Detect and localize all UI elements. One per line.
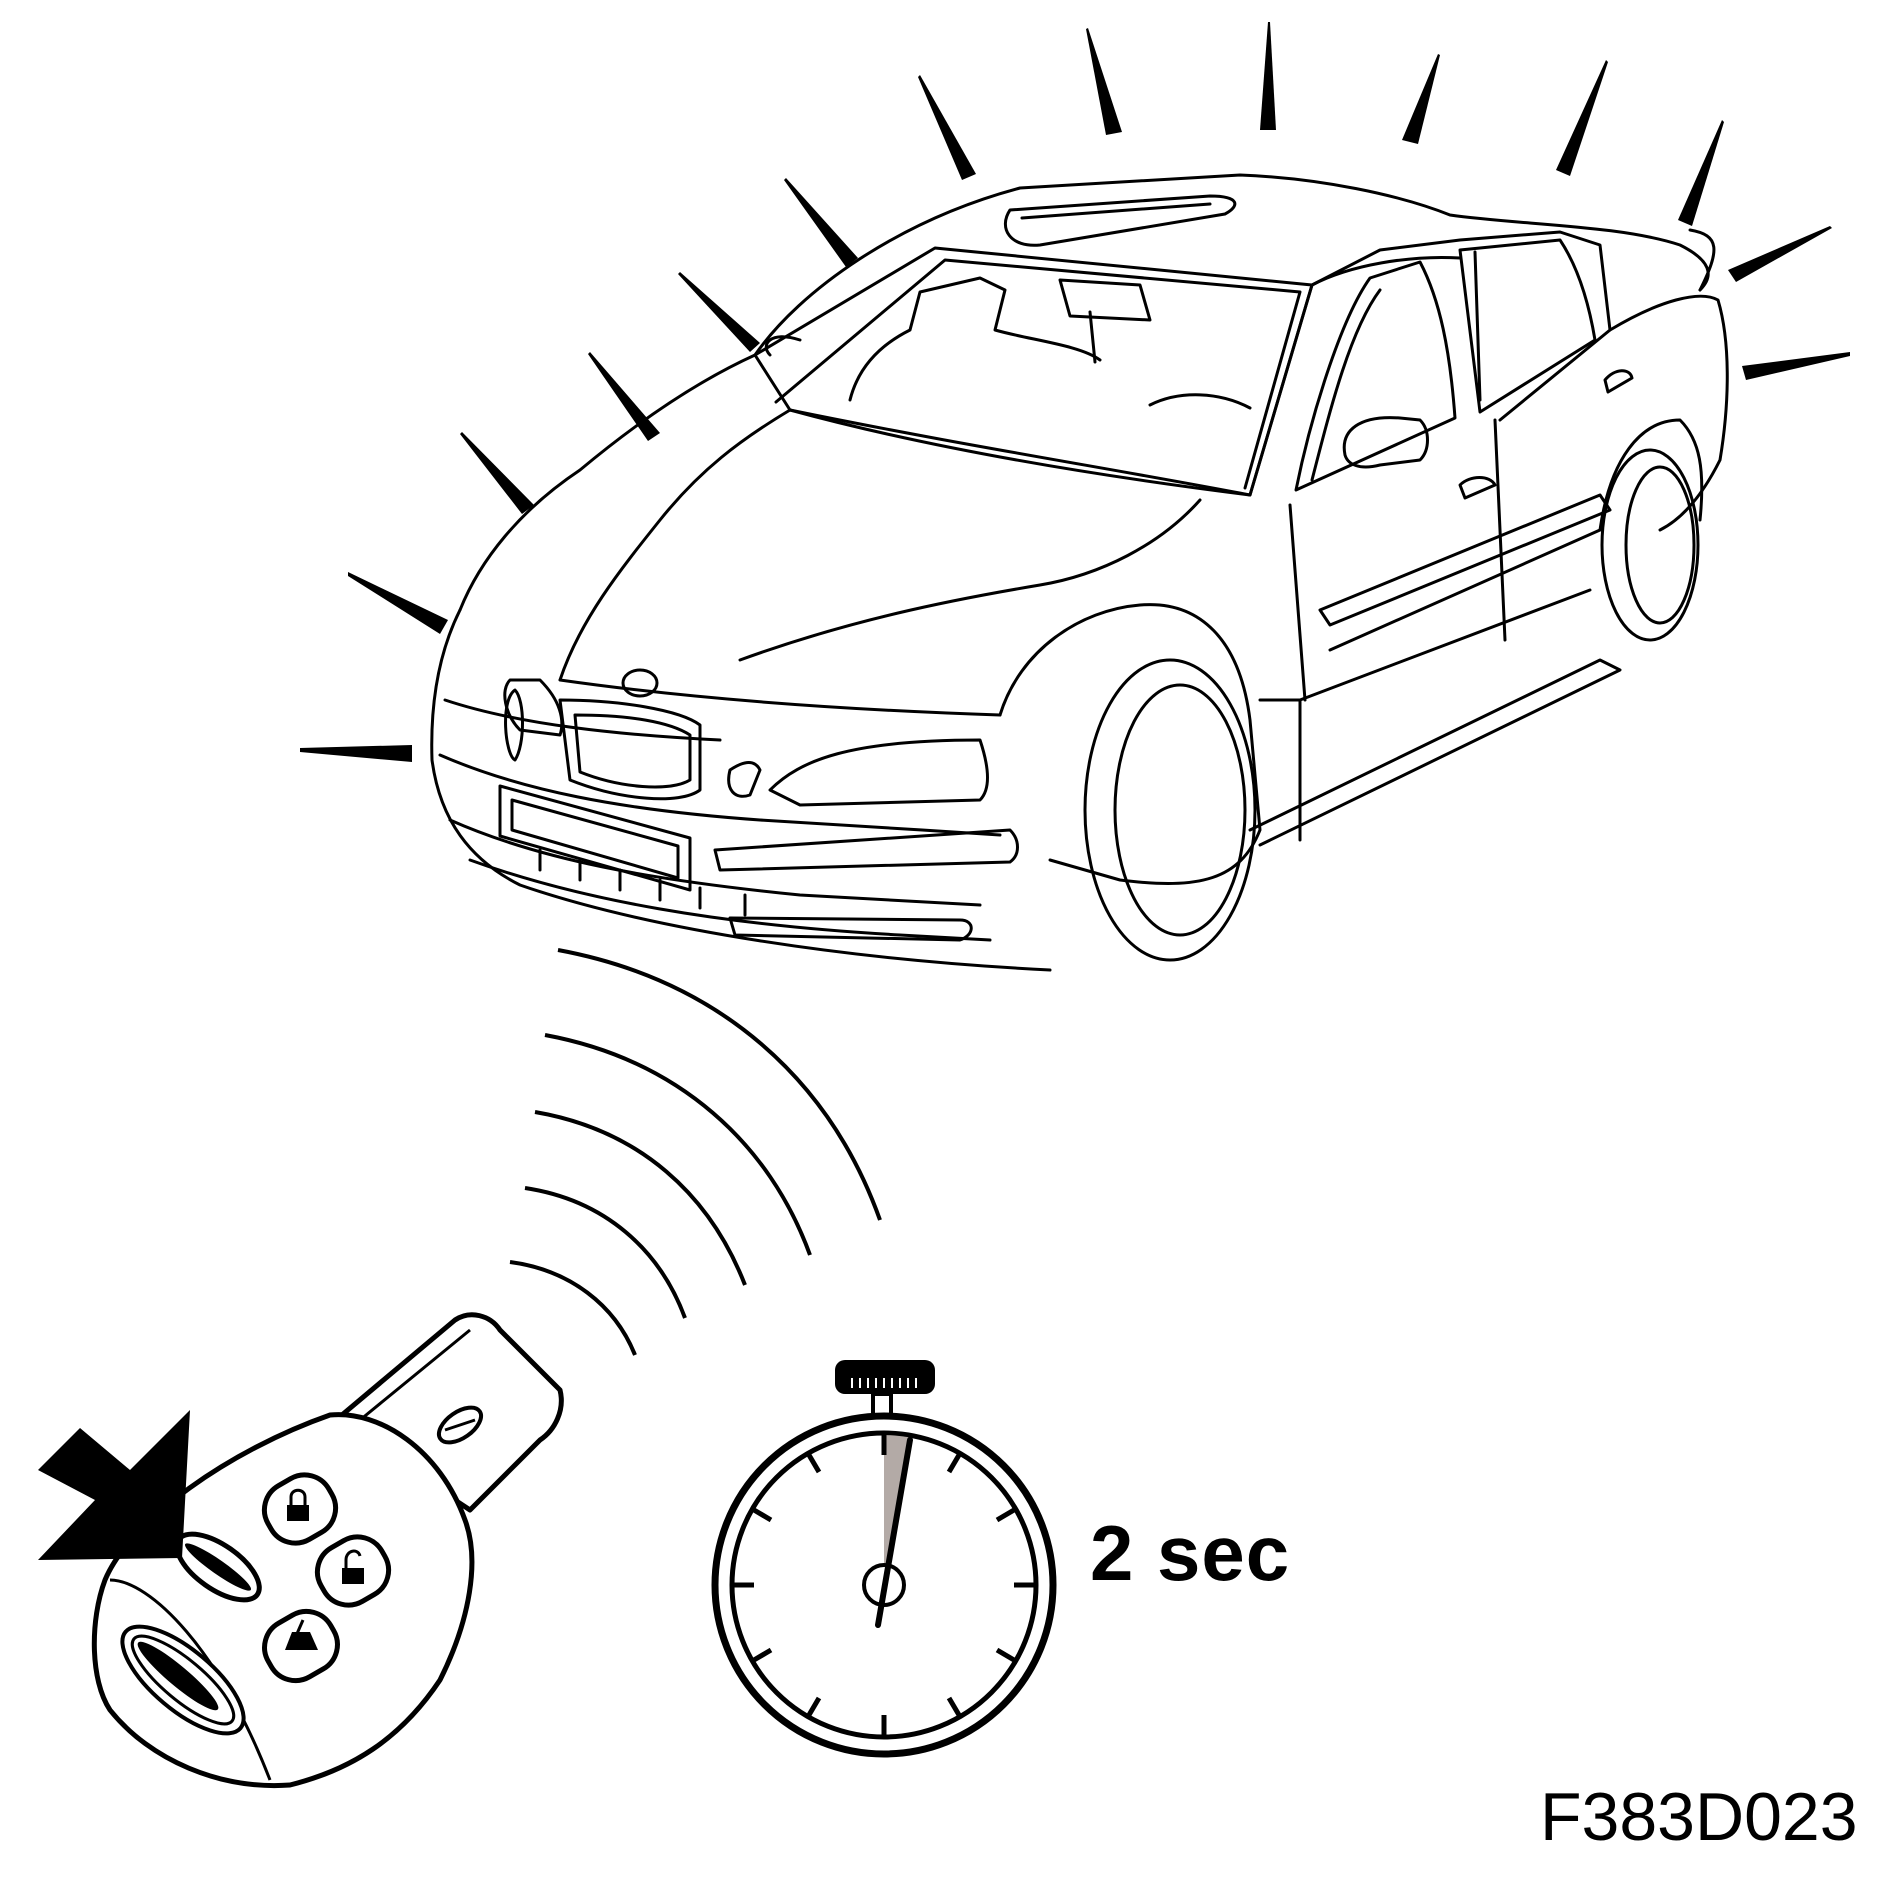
flash-ray	[460, 432, 534, 514]
flash-ray	[300, 745, 412, 762]
flash-ray	[348, 572, 448, 634]
trunk-icon	[262, 1608, 340, 1684]
press-arrow-icon	[38, 1410, 190, 1560]
car	[430, 173, 1729, 972]
signal-wave	[509, 1260, 637, 1356]
flash-ray	[784, 178, 858, 267]
flash-ray	[1742, 352, 1850, 380]
lock-icon	[261, 1472, 339, 1546]
signal-wave	[524, 1186, 687, 1319]
flash-ray	[1728, 226, 1832, 282]
flash-ray	[1260, 22, 1276, 130]
flash-ray	[1086, 28, 1122, 135]
duration-label: 2 sec	[1090, 1509, 1291, 1597]
stopwatch-icon	[711, 1360, 1057, 1758]
signal-wave	[534, 1110, 747, 1286]
signal-waves	[509, 948, 882, 1356]
flash-ray	[1678, 120, 1724, 226]
unlock-icon	[314, 1534, 392, 1608]
flash-ray	[1556, 60, 1608, 176]
figure-code: F383D023	[1540, 1779, 1858, 1855]
signal-wave	[544, 1033, 812, 1256]
flash-ray	[588, 352, 660, 441]
signal-wave	[557, 948, 882, 1221]
flash-rays	[300, 22, 1850, 762]
flash-ray	[678, 272, 760, 352]
key-fob	[91, 1312, 564, 1789]
flash-ray	[918, 75, 976, 180]
flash-ray	[1402, 54, 1440, 144]
